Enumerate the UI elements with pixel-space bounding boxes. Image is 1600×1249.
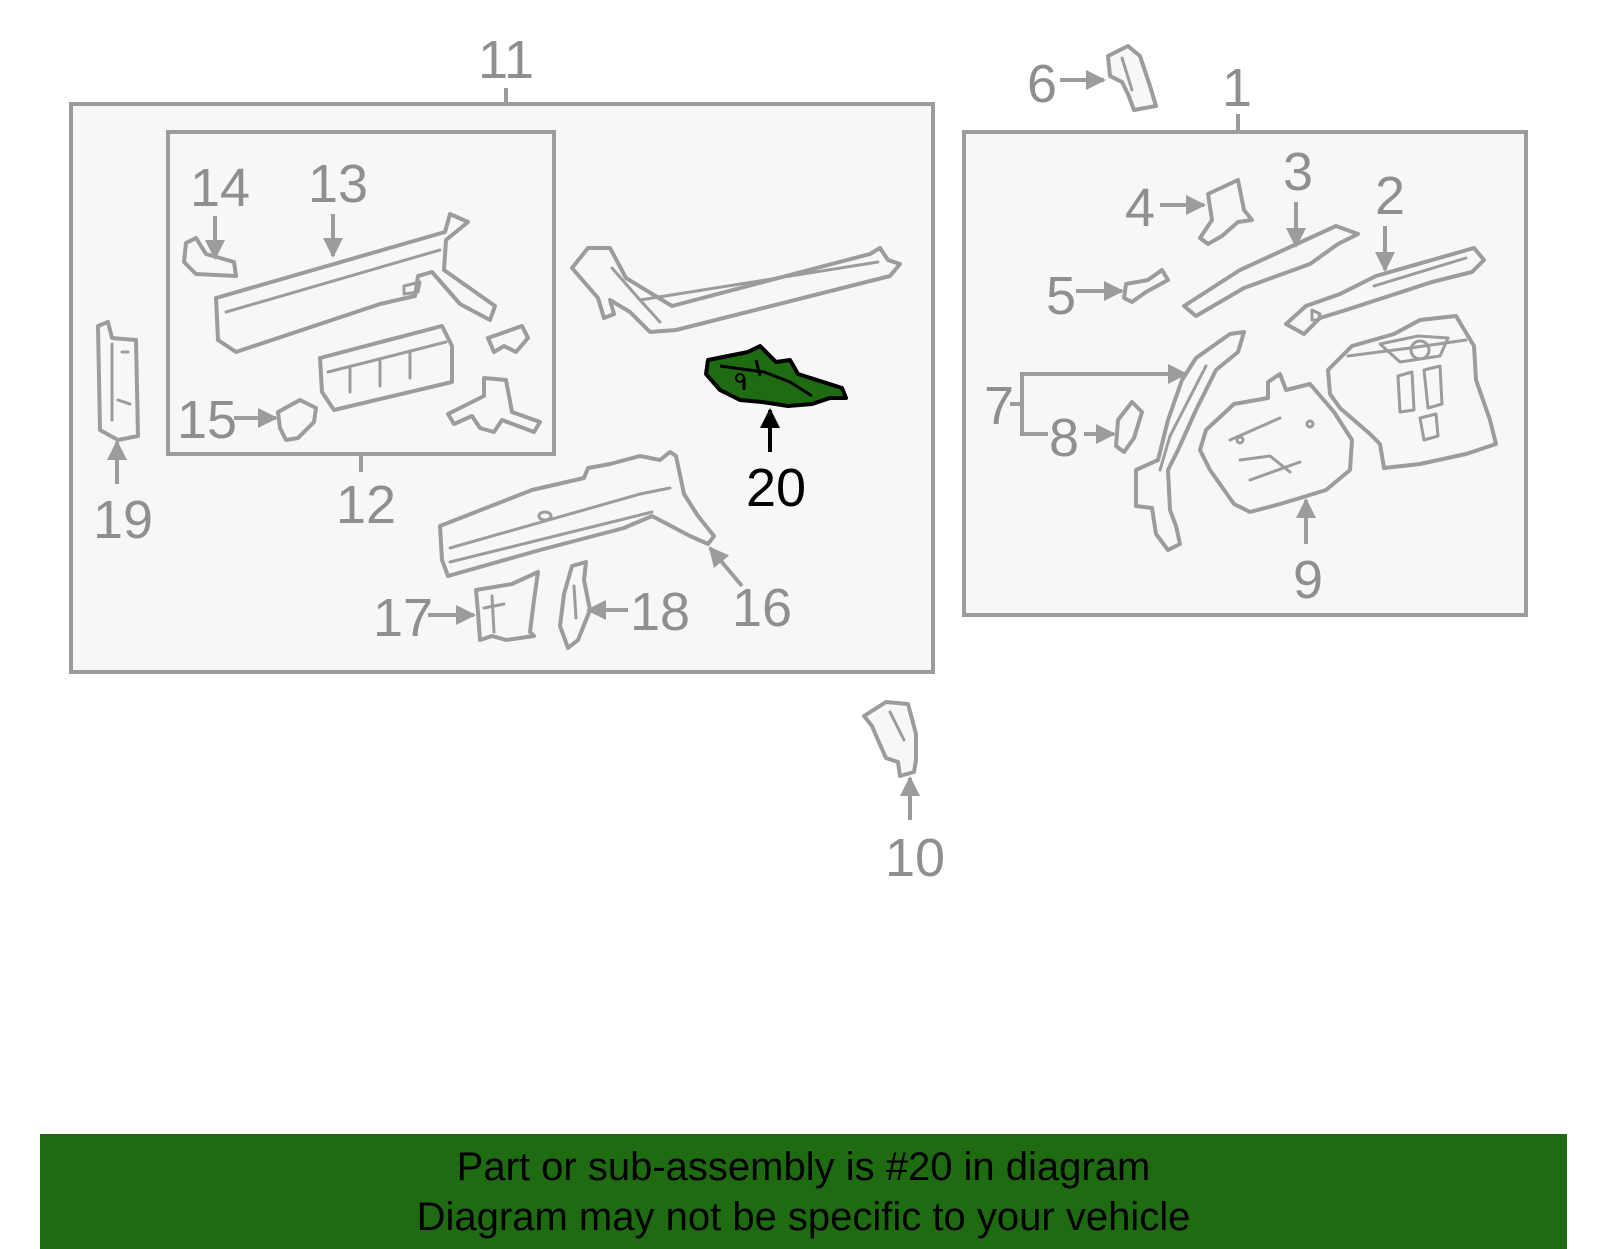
banner-line-2: Diagram may not be specific to your vehi… [416, 1194, 1191, 1239]
part-20-highlighted[interactable] [704, 344, 848, 408]
callout-19: 19 [93, 490, 153, 550]
callout-3: 3 [1283, 142, 1313, 202]
callout-11: 11 [478, 30, 534, 90]
callout-15: 15 [177, 390, 237, 450]
callout-16: 16 [732, 578, 792, 638]
part-6-bracket [1106, 44, 1158, 112]
callout-13: 13 [308, 154, 368, 214]
part-12-reinforcement [318, 324, 454, 412]
callout-12: 12 [336, 475, 396, 535]
callout-6: 6 [1027, 54, 1057, 114]
part-10-bracket [862, 700, 918, 778]
callout-14: 14 [190, 158, 250, 218]
callout-2: 2 [1375, 166, 1405, 226]
callout-5: 5 [1046, 266, 1076, 326]
part-7-apron [1134, 330, 1246, 552]
part-19-pillar [96, 320, 140, 442]
callout-9: 9 [1293, 550, 1323, 610]
banner-line-1: Part or sub-assembly is #20 in diagram [456, 1144, 1151, 1189]
callout-7: 7 [984, 376, 1014, 436]
part-upper-rail [570, 246, 902, 334]
part-15-bracket [276, 398, 318, 442]
part-3-rail [1182, 224, 1360, 318]
info-banner: Part or sub-assembly is #20 in diagram D… [40, 1134, 1567, 1249]
callout-18: 18 [630, 582, 690, 642]
part-16-lower-rail [438, 450, 716, 578]
callout-1: 1 [1222, 58, 1252, 118]
part-12-gusset [446, 376, 542, 434]
callout-4: 4 [1125, 178, 1155, 238]
callout-17: 17 [373, 588, 433, 648]
callout-10: 10 [885, 828, 945, 888]
callout-20: 20 [746, 458, 806, 518]
part-12-small-bracket [486, 324, 530, 354]
part-4-bracket [1198, 178, 1254, 246]
callout-8: 8 [1049, 408, 1079, 468]
part-8-bracket [1114, 400, 1144, 454]
part-13-side-member [214, 212, 497, 354]
part-9-wheelhouse [1198, 372, 1354, 514]
part-17-bracket [474, 570, 540, 642]
part-5-bracket [1122, 268, 1170, 304]
